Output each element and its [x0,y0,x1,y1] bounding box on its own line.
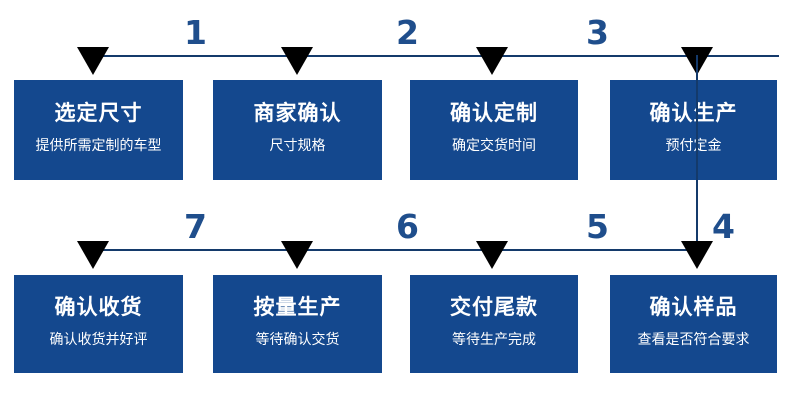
node-title: 交付尾款 [450,295,538,319]
node-subtitle: 尺寸规格 [269,138,326,155]
arrow-down-to-step-1 [77,47,109,75]
wrap-connector-line [696,55,698,251]
node-title: 确认生产 [649,101,738,125]
arrow-down-to-step-7 [281,241,313,269]
step-number-3: 3 [586,13,609,52]
arrow-down-to-step-6 [476,241,508,269]
node-step-3[interactable]: 确认定制 确定交货时间 [410,80,578,180]
node-title: 确认收货 [54,295,143,319]
top-connector-line [93,55,779,57]
arrow-down-to-step-3 [476,47,508,75]
node-step-6[interactable]: 交付尾款 等待生产完成 [410,275,578,373]
node-subtitle: 确认收货并好评 [49,332,148,349]
node-title: 确认样品 [649,295,738,319]
step-number-1: 1 [184,13,207,52]
node-subtitle: 查看是否符合要求 [637,332,750,349]
node-step-1[interactable]: 选定尺寸 提供所需定制的车型 [14,80,183,180]
step-number-6: 6 [396,207,419,246]
step-number-7: 7 [184,207,207,246]
node-step-5[interactable]: 确认样品 查看是否符合要求 [610,275,777,373]
arrow-down-to-step-5 [681,241,713,269]
step-number-4: 4 [712,207,735,246]
node-subtitle: 预付定金 [665,138,722,155]
step-number-2: 2 [396,13,419,52]
node-title: 选定尺寸 [54,101,143,125]
node-title: 商家确认 [253,101,342,125]
node-title: 确认定制 [450,101,538,125]
arrow-down-to-step-2 [281,47,313,75]
arrow-down-to-step-8 [77,241,109,269]
node-step-7[interactable]: 按量生产 等待确认交货 [213,275,382,373]
node-subtitle: 确定交货时间 [452,138,536,155]
node-step-4[interactable]: 确认生产 预付定金 [610,80,777,180]
node-subtitle: 等待确认交货 [255,332,340,349]
node-subtitle: 提供所需定制的车型 [35,138,162,155]
node-title: 按量生产 [253,295,342,319]
bottom-connector-line [93,249,697,251]
node-subtitle: 等待生产完成 [452,332,536,349]
node-step-8[interactable]: 确认收货 确认收货并好评 [14,275,183,373]
step-number-5: 5 [586,207,609,246]
node-step-2[interactable]: 商家确认 尺寸规格 [213,80,382,180]
